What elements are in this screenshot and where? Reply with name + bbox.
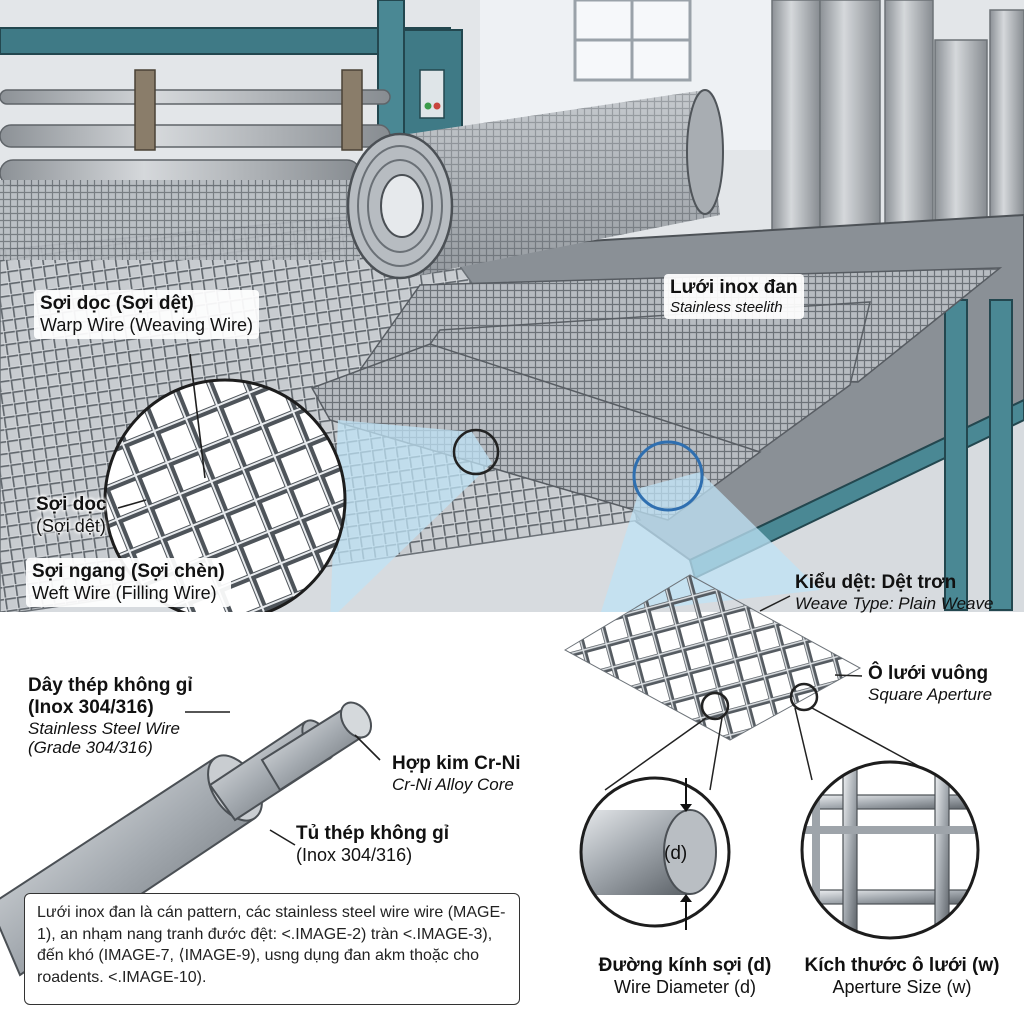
core-subtitle: Cr-Ni Alloy Core	[392, 774, 514, 794]
diameter-subtitle: Wire Diameter (d)	[613, 976, 756, 997]
zoom-beam-left	[330, 420, 492, 620]
sheath-title: Tủ thép không gỉ	[296, 823, 450, 844]
leader-lines	[117, 353, 381, 846]
wire-subtitle-line2: (Grade 304/316)	[28, 738, 153, 758]
sheath-subtitle: (Inox 304/316)	[296, 844, 413, 865]
description-box: Lưới inox đan là cán pattern, các stainl…	[24, 893, 520, 1005]
wire-diameter-detail	[579, 717, 731, 930]
label-wire-diameter: Đường kính sợi (d) Wire Diameter (d)	[580, 955, 790, 998]
background-rolls	[771, 0, 1024, 251]
mesh-roll	[346, 89, 724, 280]
warp-inner-title: Sợi dọc	[36, 494, 107, 515]
warp-inner-subtitle: (Sợi dệt)	[36, 515, 106, 536]
aperture-size-subtitle: Aperture Size (w)	[832, 976, 972, 997]
label-aperture-size: Kích thước ô lưới (w) Aperture Size (w)	[792, 955, 1012, 998]
mesh-sheets	[310, 267, 1003, 521]
aperture-detail	[794, 707, 980, 940]
weft-subtitle: Weft Wire (Filling Wire)	[32, 582, 217, 603]
weave-type-subtitle: Weave Type: Plain Weave	[795, 593, 994, 613]
aperture-size-title: Kích thước ô lưới (w)	[804, 955, 1000, 976]
label-square-aperture: Ô lưới vuông Square Aperture	[868, 663, 992, 704]
label-warp-wire: Sợi dọc (Sợi dệt) Warp Wire (Weaving Wir…	[34, 290, 260, 339]
label-weft-wire: Sợi ngang (Sợi chèn) Weft Wire (Filling …	[26, 558, 231, 607]
magnifier-circle-icon	[632, 440, 704, 512]
warp-wire-title: Sợi dọc (Sợi dệt)	[40, 293, 194, 314]
aperture-title: Ô lưới vuông	[868, 663, 989, 684]
label-warp-wire-inner: Sợi dọc (Sợi dệt)	[36, 494, 107, 537]
control-panel-icon	[419, 69, 445, 119]
diameter-title: Đường kính sợi (d)	[598, 955, 772, 976]
label-alloy-core: Hợp kim Cr-Ni Cr-Ni Alloy Core	[392, 753, 521, 794]
diameter-symbol: (d)	[664, 843, 688, 864]
mesh-roll-title: Lưới inox đan	[670, 277, 798, 298]
label-weave-type: Kiểu dệt: Dệt trơn Weave Type: Plain Wea…	[795, 572, 993, 613]
mesh-roll-subtitle: Stainless steelith	[670, 298, 783, 316]
label-steel-sheath: Tủ thép không gỉ (Inox 304/316)	[296, 823, 449, 866]
aperture-subtitle: Square Aperture	[868, 684, 993, 704]
core-title: Hợp kim Cr-Ni	[392, 753, 521, 774]
magnifier-circle-icon	[452, 428, 500, 476]
wire-title-line1: Dây thép không gỉ	[28, 675, 193, 696]
weave-type-title: Kiểu dệt: Dệt trơn	[795, 572, 957, 593]
plain-weave-patch	[563, 574, 863, 741]
label-mesh-roll: Lưới inox đan Stainless steelith	[664, 274, 804, 320]
label-stainless-wire: Dây thép không gỉ (Inox 304/316) Stainle…	[28, 675, 193, 758]
weft-title: Sợi ngang (Sợi chèn)	[32, 561, 225, 582]
wire-title-line2: (Inox 304/316)	[28, 696, 154, 718]
warp-wire-subtitle: Warp Wire (Weaving Wire)	[40, 314, 254, 335]
wire-subtitle-line1: Stainless Steel Wire	[28, 718, 180, 738]
